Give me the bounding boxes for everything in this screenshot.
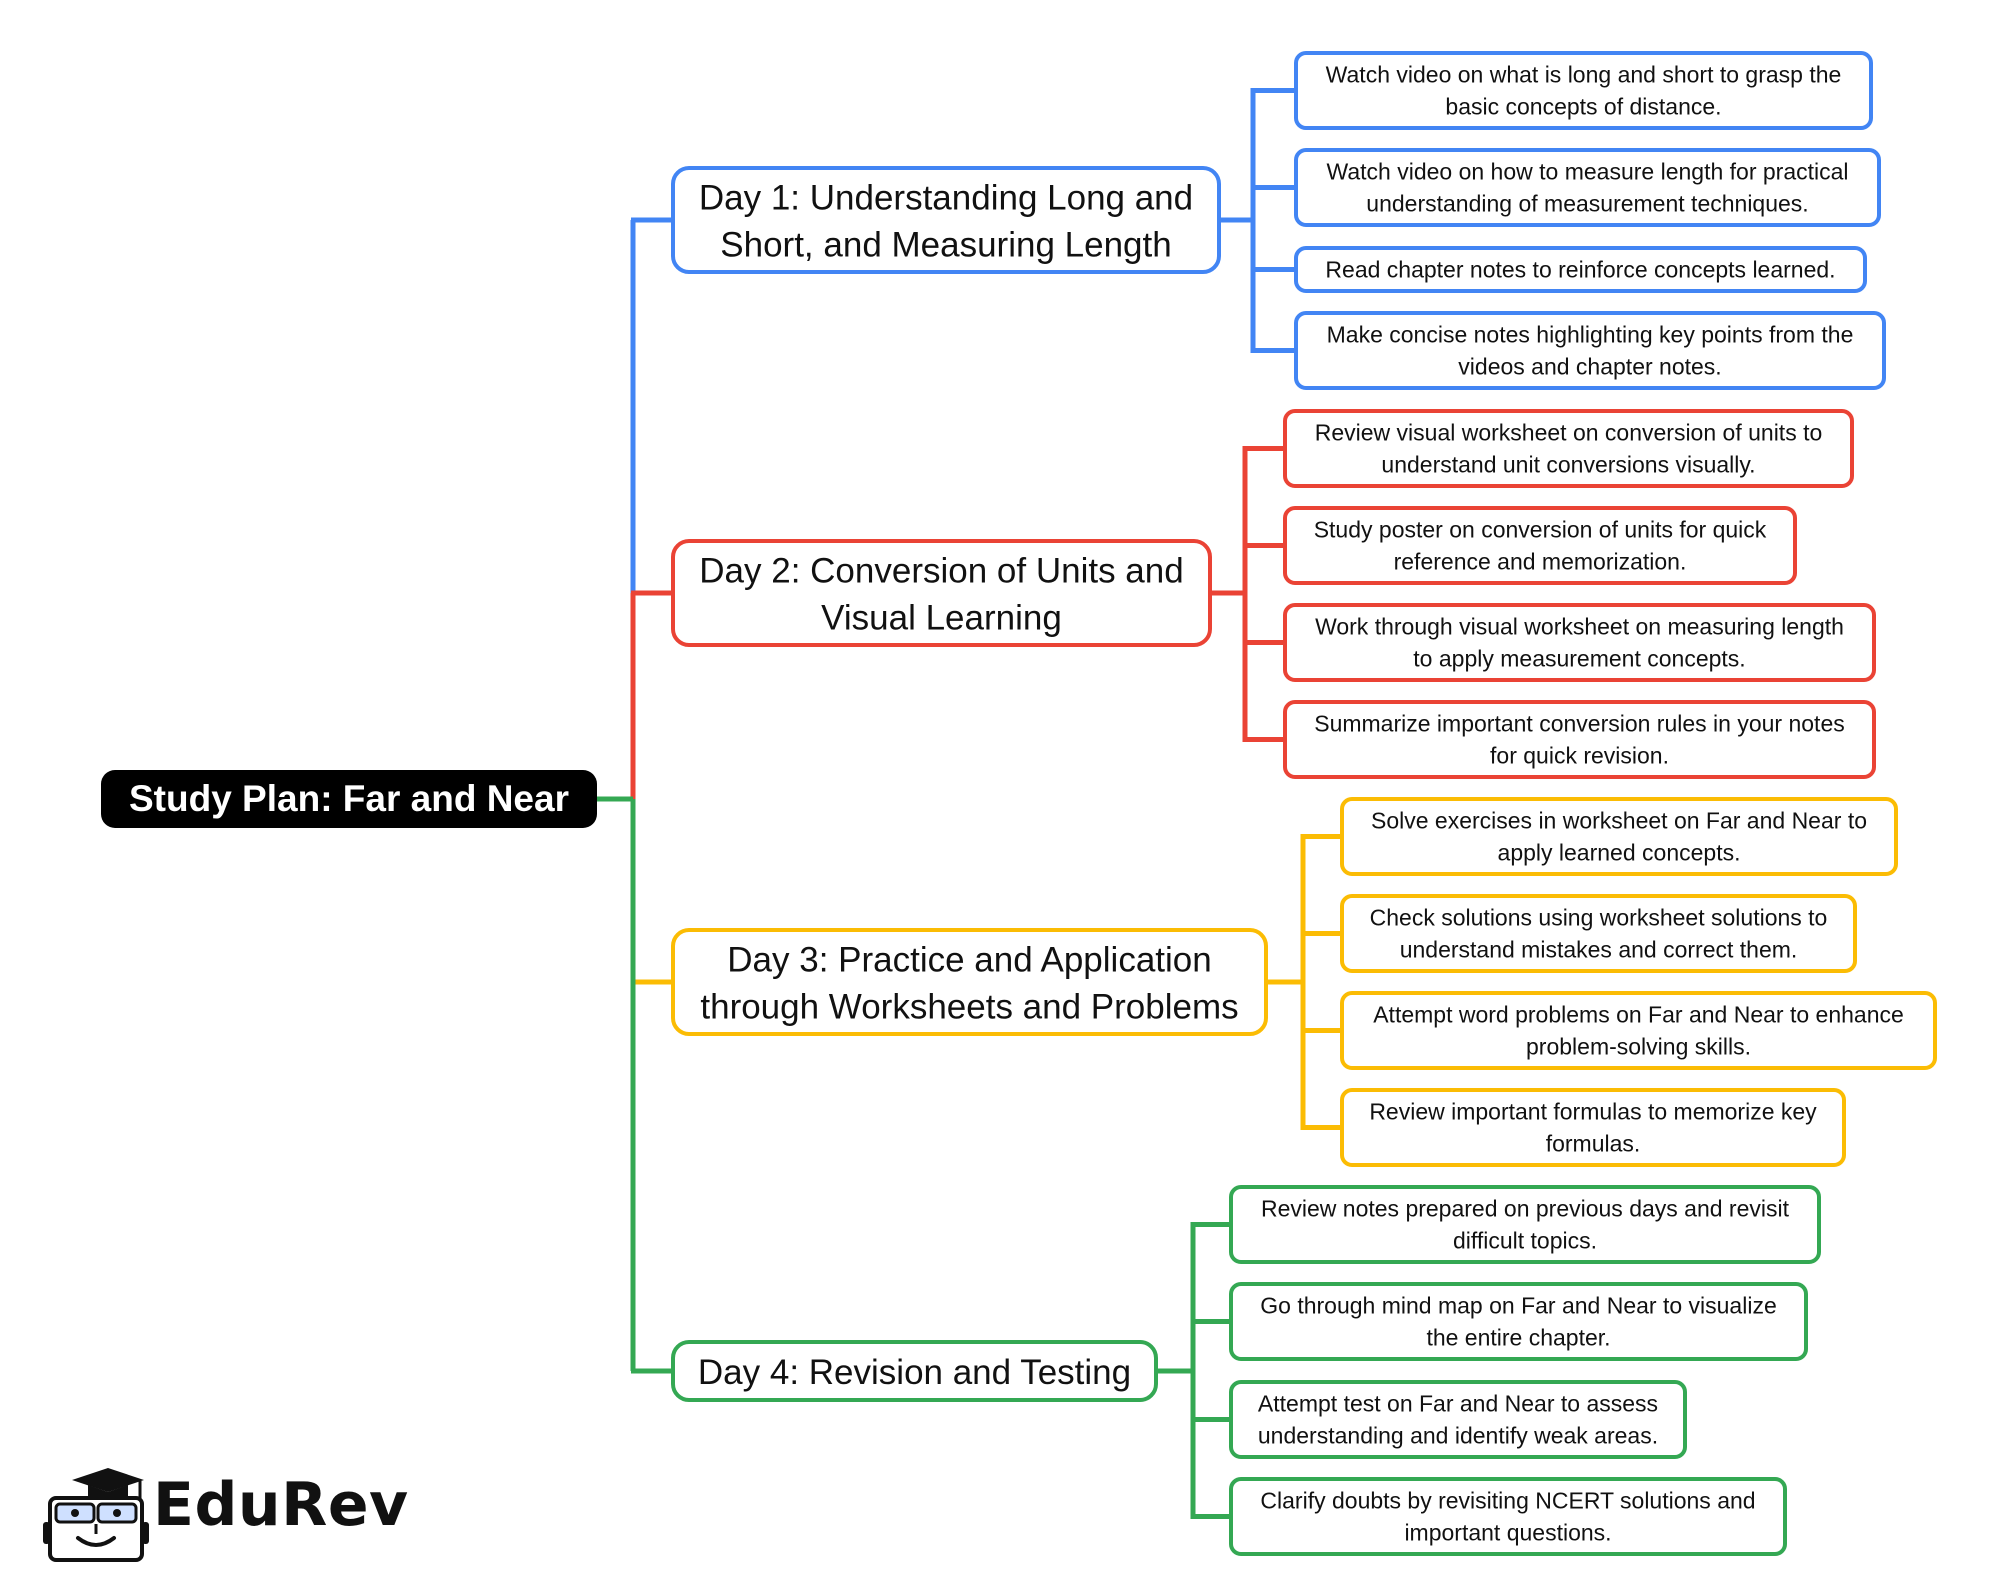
day-4-task-text: Attempt test on Far and Near to assess: [1258, 1391, 1658, 1417]
day-4-task-text: important questions.: [1404, 1520, 1611, 1546]
day-1-task-4: Make concise notes highlighting key poin…: [1294, 311, 1886, 390]
day-3-task-text: Review important formulas to memorize ke…: [1369, 1099, 1817, 1125]
day-3-task-3: Attempt word problems on Far and Near to…: [1340, 991, 1937, 1070]
day-2-task-text: to apply measurement concepts.: [1413, 646, 1745, 672]
day-2-task-text: reference and memorization.: [1394, 549, 1687, 575]
task-nodes: Watch video on what is long and short to…: [1229, 51, 1937, 1556]
day-3-task-text: Attempt word problems on Far and Near to…: [1373, 1002, 1904, 1028]
day-1-task-2: Watch video on how to measure length for…: [1294, 148, 1881, 227]
day-1-task-3: Read chapter notes to reinforce concepts…: [1294, 246, 1867, 293]
day-2-label-line: Visual Learning: [821, 599, 1062, 638]
day-3-task-text: Solve exercises in worksheet on Far and …: [1371, 808, 1867, 834]
day-3-node: Day 3: Practice and Application through W…: [671, 928, 1268, 1036]
day-1-task-text: Watch video on what is long and short to…: [1326, 62, 1842, 88]
day-4-node: Day 4: Revision and Testing: [671, 1340, 1158, 1402]
day-3-task-4: Review important formulas to memorize ke…: [1340, 1088, 1846, 1167]
day-2-task-text: Summarize important conversion rules in …: [1314, 711, 1845, 737]
day-2-label-line: Day 2: Conversion of Units and: [699, 552, 1183, 591]
day-2-task-4: Summarize important conversion rules in …: [1283, 700, 1876, 779]
day-4-task-4: Clarify doubts by revisiting NCERT solut…: [1229, 1477, 1787, 1556]
day-2-task-1: Review visual worksheet on conversion of…: [1283, 409, 1854, 488]
day-4-task-text: Go through mind map on Far and Near to v…: [1260, 1293, 1777, 1319]
day-4-task-text: the entire chapter.: [1426, 1325, 1610, 1351]
day-1-task-text: Watch video on how to measure length for…: [1326, 159, 1848, 185]
day-3-label-line: Day 3: Practice and Application: [727, 941, 1211, 980]
day-2-task-text: Work through visual worksheet on measuri…: [1315, 614, 1844, 640]
day-4-task-1: Review notes prepared on previous days a…: [1229, 1185, 1821, 1264]
day-1-task-text: understanding of measurement techniques.: [1366, 191, 1808, 217]
day-4-task-text: Clarify doubts by revisiting NCERT solut…: [1260, 1488, 1755, 1514]
day-3-task-text: problem-solving skills.: [1526, 1034, 1751, 1060]
edurev-logo-text: EduRev: [153, 1470, 409, 1540]
day-1-label-line: Day 1: Understanding Long and: [699, 179, 1193, 218]
day-3-task-text: apply learned concepts.: [1498, 840, 1741, 866]
day-1-task-1: Watch video on what is long and short to…: [1294, 51, 1873, 130]
day-1-label-line: Short, and Measuring Length: [720, 226, 1171, 265]
day-2-task-text: understand unit conversions visually.: [1381, 452, 1755, 478]
day-3-label-line: through Worksheets and Problems: [700, 988, 1238, 1027]
day-3-task-text: Check solutions using worksheet solution…: [1370, 905, 1828, 931]
day-3-task-text: formulas.: [1546, 1131, 1641, 1157]
day-1-task-text: basic concepts of distance.: [1445, 94, 1721, 120]
day-3-task-text: understand mistakes and correct them.: [1400, 937, 1798, 963]
day-3-task-1: Solve exercises in worksheet on Far and …: [1340, 797, 1898, 876]
day-2-task-3: Work through visual worksheet on measuri…: [1283, 603, 1876, 682]
day-1-task-text: Make concise notes highlighting key poin…: [1327, 322, 1854, 348]
day-4-task-2: Go through mind map on Far and Near to v…: [1229, 1282, 1808, 1361]
edurev-logo-icon: [43, 1468, 149, 1562]
day-4-label-line: Day 4: Revision and Testing: [698, 1353, 1131, 1392]
day-2-task-text: Review visual worksheet on conversion of…: [1315, 420, 1823, 446]
day-2-task-text: Study poster on conversion of units for …: [1314, 517, 1767, 543]
root-node-label: Study Plan: Far and Near: [129, 778, 569, 819]
day-3-task-2: Check solutions using worksheet solution…: [1340, 894, 1857, 973]
day-2-task-text: for quick revision.: [1490, 743, 1669, 769]
day-1-task-text: Read chapter notes to reinforce concepts…: [1325, 257, 1835, 283]
root-node: Study Plan: Far and Near: [101, 770, 597, 828]
day-4-task-3: Attempt test on Far and Near to assess un…: [1229, 1380, 1687, 1459]
day-2-task-2: Study poster on conversion of units for …: [1283, 506, 1797, 585]
day-1-task-text: videos and chapter notes.: [1458, 354, 1721, 380]
connectors: [597, 88, 1342, 1519]
day-4-task-text: difficult topics.: [1453, 1228, 1597, 1254]
day-4-task-text: Review notes prepared on previous days a…: [1261, 1196, 1790, 1222]
day-4-task-text: understanding and identify weak areas.: [1258, 1423, 1658, 1449]
